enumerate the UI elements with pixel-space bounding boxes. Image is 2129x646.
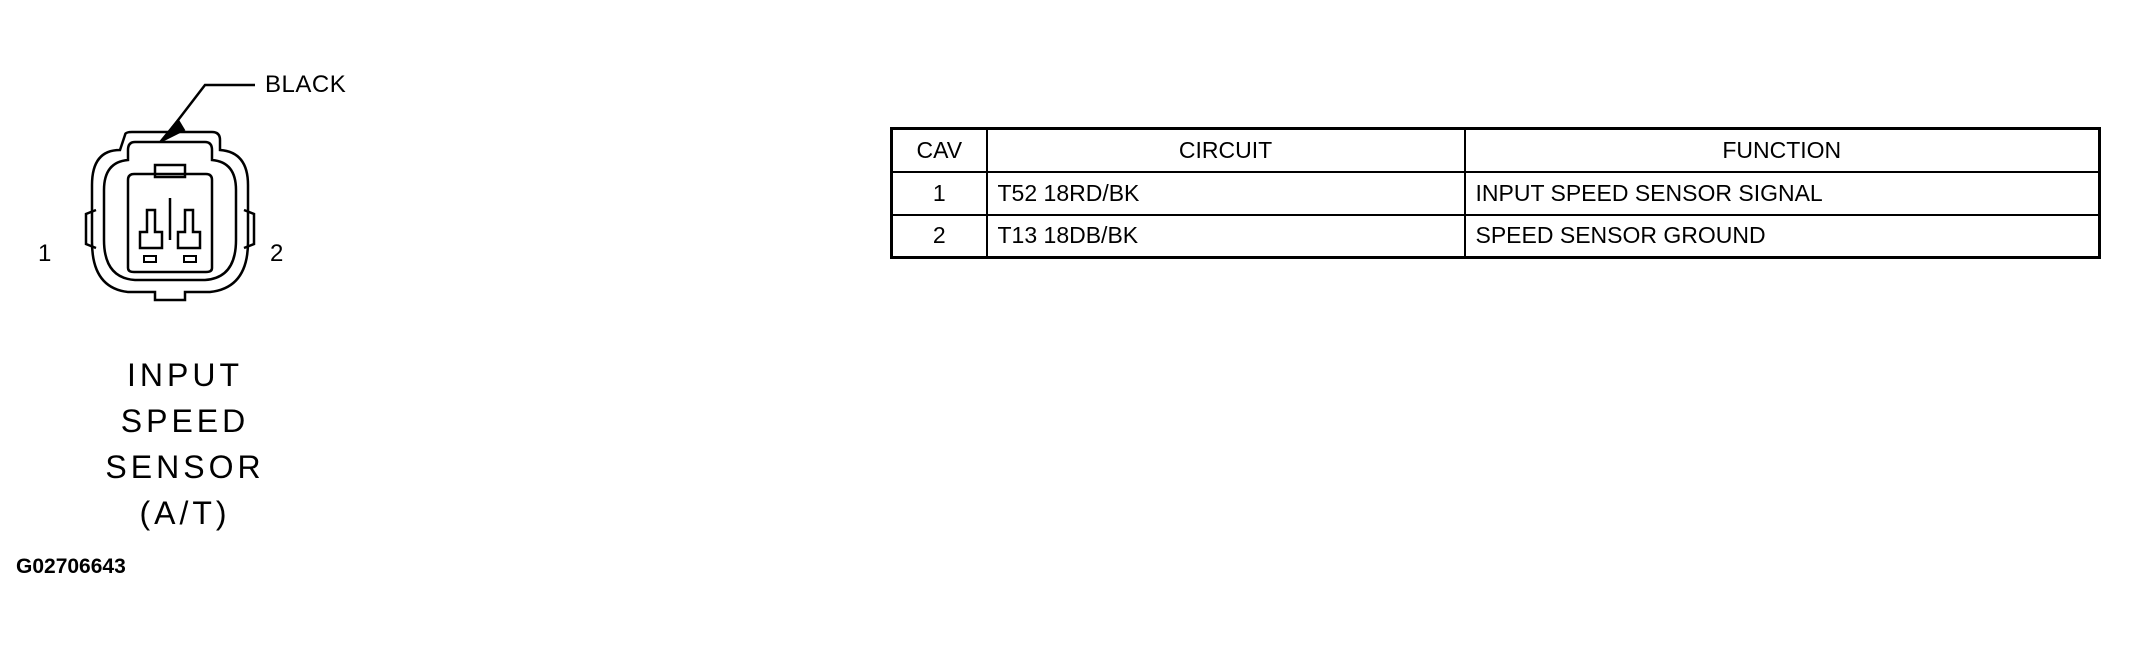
sensor-title-line: (A/T)	[139, 495, 231, 531]
figure-id: G02706643	[16, 555, 126, 578]
connector-figure: BLACK 1 2 INPUT SPEED SENSOR (A/T) G0270…	[0, 0, 420, 646]
sensor-title-line: SPEED	[120, 403, 250, 439]
table-header-row: CAV CIRCUIT FUNCTION	[890, 127, 2101, 173]
right-rib	[243, 208, 256, 250]
terminal-1	[138, 208, 164, 250]
cell-function: INPUT SPEED SENSOR SIGNAL	[1463, 170, 2101, 216]
cell-circuit: T52 18RD/BK	[985, 170, 1466, 216]
connector-latch	[153, 163, 187, 179]
pin-1-label: 1	[38, 240, 52, 267]
connector-housing-outer	[90, 130, 250, 302]
color-label: BLACK	[265, 71, 347, 98]
pinout-table: CAV CIRCUIT FUNCTION 1 T52 18RD/BK INPUT…	[890, 127, 2101, 259]
leader-line	[171, 83, 255, 129]
cell-circuit: T13 18DB/BK	[985, 213, 1466, 259]
connector-cavity-frame	[126, 172, 214, 274]
sensor-title-line: INPUT	[127, 357, 243, 393]
header-function: FUNCTION	[1463, 127, 2101, 173]
terminal-2-base	[183, 255, 197, 263]
header-circuit: CIRCUIT	[985, 127, 1466, 173]
table-row: 2 T13 18DB/BK SPEED SENSOR GROUND	[890, 213, 2101, 259]
cell-function: SPEED SENSOR GROUND	[1463, 213, 2101, 259]
table-row: 1 T52 18RD/BK INPUT SPEED SENSOR SIGNAL	[890, 170, 2101, 216]
cell-cav: 1	[890, 170, 988, 216]
terminal-1-base	[143, 255, 157, 263]
pin-2-label: 2	[270, 240, 284, 267]
connector-housing-inner	[102, 140, 238, 282]
connector-face-drawing	[84, 83, 256, 302]
sensor-title: INPUT SPEED SENSOR (A/T)	[60, 352, 310, 536]
left-rib	[84, 208, 97, 250]
terminal-2	[176, 208, 202, 250]
cell-cav: 2	[890, 213, 988, 259]
sensor-title-line: SENSOR	[105, 449, 265, 485]
header-cav: CAV	[890, 127, 988, 173]
